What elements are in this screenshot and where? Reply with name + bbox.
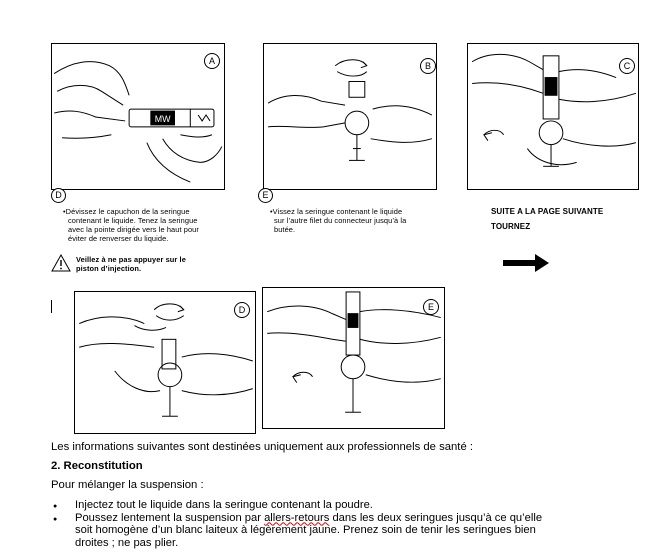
step-d-line-2: contenant le liquide. Tenez la seringue (68, 216, 198, 225)
connected-syringes-illustration (468, 44, 638, 189)
bullet-2-line-3: droites ; ne pas plier. (75, 537, 178, 549)
hands-holding-syringe-illustration: MW (52, 44, 224, 189)
intro-text: Pour mélanger la suspension : (51, 479, 204, 492)
step-d-line-3: avec la pointe dirigée vers le haut pour (68, 225, 199, 234)
panel-letter-b: B (420, 58, 436, 74)
section-title: 2. Reconstitution (51, 460, 143, 473)
illustration-panel-a: MW A (51, 43, 225, 190)
info-text: Les informations suivantes sont destinée… (51, 441, 473, 454)
panel-letter-a: A (204, 53, 220, 69)
list-item: ● Poussez lentement la suspension par al… (51, 512, 651, 550)
continue-next-page: SUITE A LA PAGE SUIVANTE (491, 207, 603, 216)
step-e-line-1: •Vissez la seringue contenant le liquide (270, 207, 402, 216)
panel-letter-c: C (619, 58, 635, 74)
text-cursor (51, 300, 52, 313)
illustration-panel-c: C (467, 43, 639, 190)
step-d-marker: D (51, 188, 66, 203)
illustration-panel-d: D (74, 291, 256, 434)
attach-syringe-illustration (263, 288, 444, 428)
screw-syringe-illustration (264, 44, 436, 189)
instruction-list: ● Injectez tout le liquide dans la serin… (51, 499, 651, 549)
bullet-2-text-pre: Poussez lentement la suspension par (75, 512, 264, 524)
bullet-2-underlined: allers-retours (264, 512, 329, 524)
warning-line-1: Veillez à ne pas appuyer sur le (76, 255, 186, 264)
panel-letter-d: D (234, 302, 250, 318)
warning-icon (51, 254, 71, 272)
list-item: ● Injectez tout le liquide dans la serin… (51, 499, 651, 512)
continue-turn: TOURNEZ (491, 222, 530, 231)
illustration-panel-e: E (262, 287, 445, 429)
right-arrow-icon (503, 254, 549, 272)
step-e-line-2: sur l’autre filet du connecteur jusqu’à … (274, 216, 406, 225)
unscrew-cap-illustration (75, 292, 255, 433)
step-d-line-1: •Dévissez le capuchon de la seringue (63, 207, 190, 216)
bullet-2-text-post: dans les deux seringues jusqu’à ce qu’el… (329, 512, 542, 524)
panel-letter-e: E (423, 299, 439, 315)
bullet-icon: ● (53, 514, 57, 527)
bullet-2-line-2: soit homogène d’un blanc laiteux à légèr… (75, 524, 536, 536)
step-e-marker: E (258, 188, 273, 203)
syringe-label-a: MW (155, 114, 171, 124)
step-d-line-4: éviter de renverser du liquide. (68, 234, 168, 243)
illustration-panel-b: B (263, 43, 437, 190)
warning-line-2: piston d’injection. (76, 264, 141, 273)
step-e-line-3: butée. (274, 225, 295, 234)
bullet-1-text: Injectez tout le liquide dans la seringu… (75, 499, 373, 511)
